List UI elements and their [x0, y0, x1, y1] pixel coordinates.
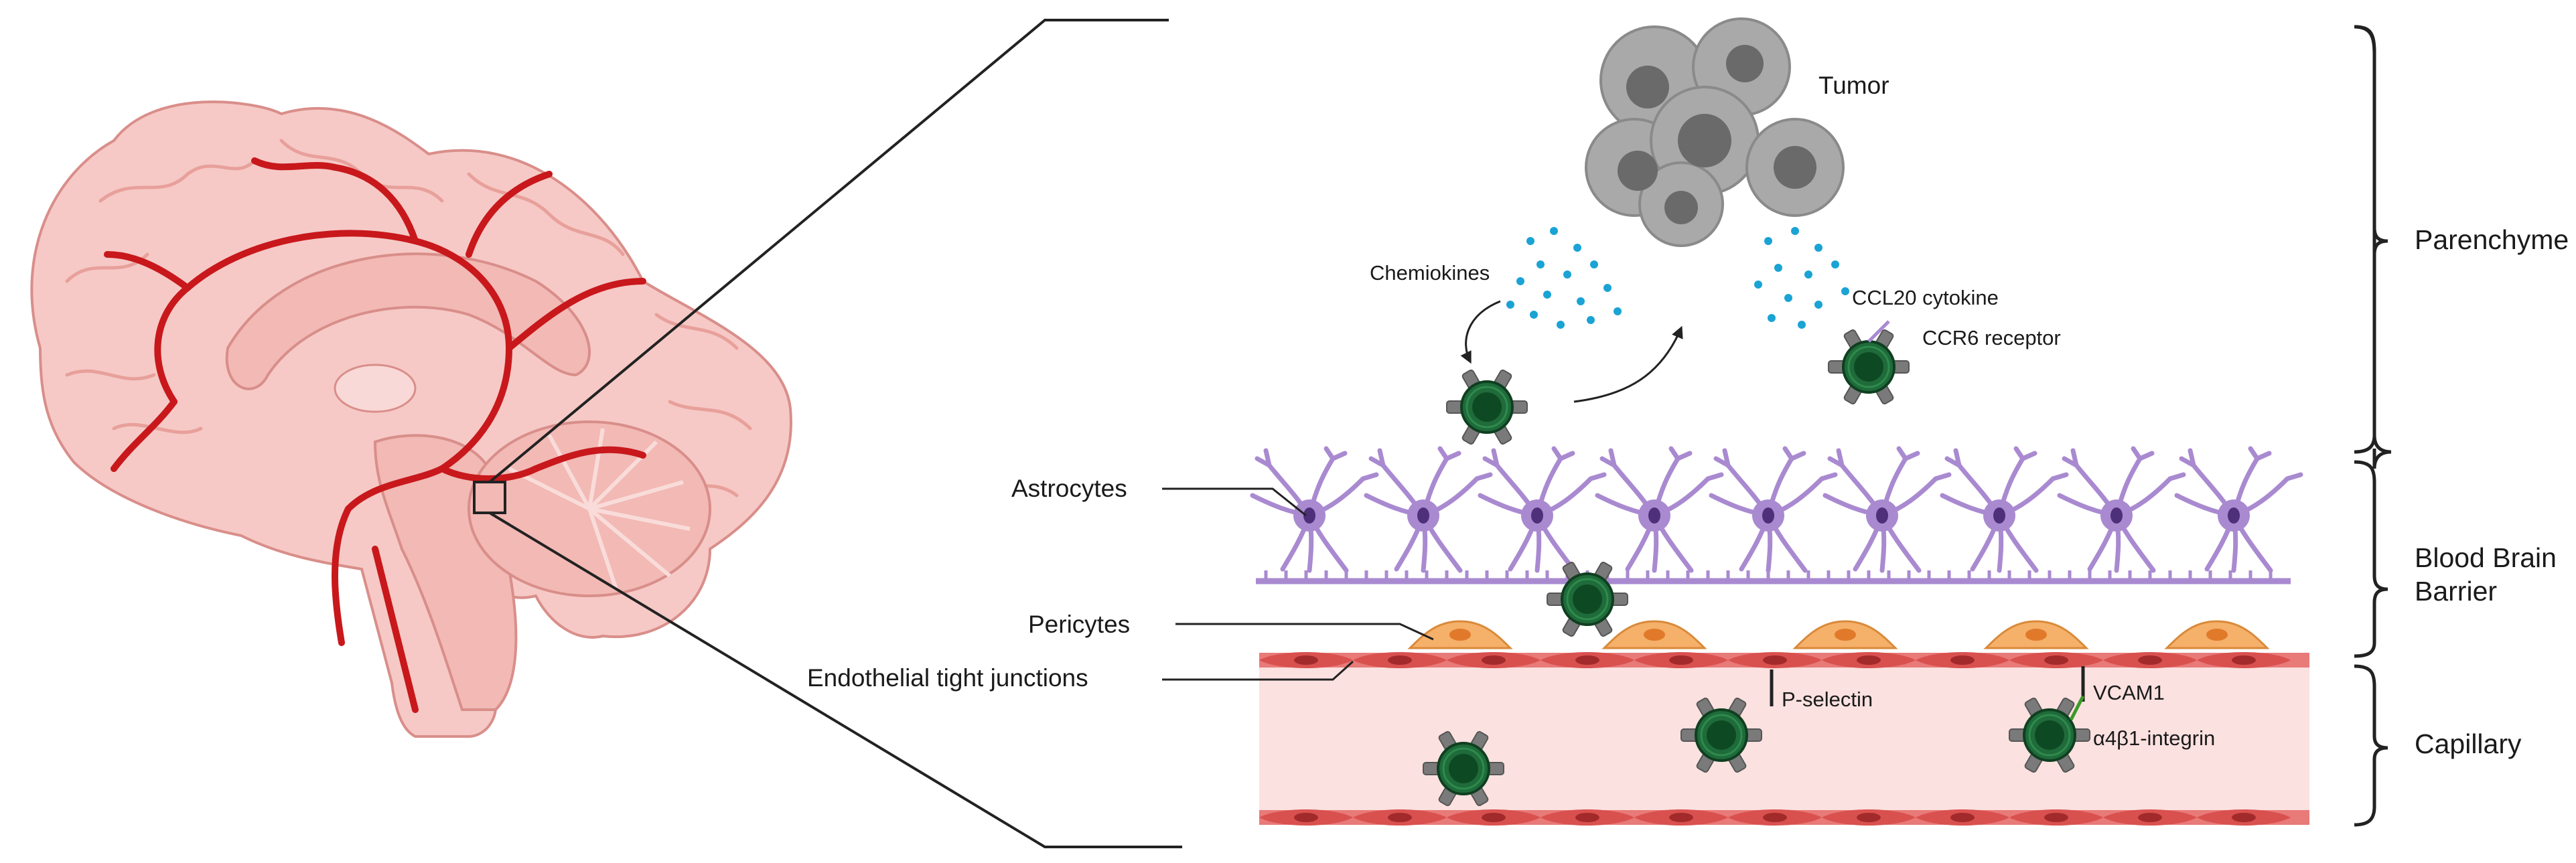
- corpus-callosum: [225, 252, 591, 390]
- arrow-to-cell: [1460, 300, 1501, 364]
- arrow-to-tumor: [1573, 325, 1683, 403]
- ccl20-label: CCL20 cytokine: [1852, 286, 1999, 309]
- immune-cell-transmigrating: [1546, 560, 1629, 639]
- astrocytes-label: Astrocytes: [1011, 475, 1127, 502]
- chemokine-dots-left: [1506, 227, 1622, 329]
- endothelium-top: [1259, 652, 2291, 668]
- ccr6-receptor-mark: [1867, 320, 1890, 343]
- endothelial-leader: [1162, 660, 1354, 681]
- p-selectin-label: P-selectin: [1782, 688, 1873, 711]
- region-bbb-line1: Blood Brain: [2415, 542, 2557, 573]
- pericytes-label: Pericytes: [1028, 611, 1130, 638]
- region-parenchyme: Parenchyme: [2415, 224, 2569, 255]
- cerebral-arteries: [104, 157, 646, 713]
- zoom-lines: [488, 19, 1182, 848]
- region-brackets: [2354, 25, 2392, 827]
- capillary: [1259, 652, 2309, 826]
- tumor-label: Tumor: [1818, 72, 1889, 99]
- pericytes-leader: [1175, 623, 1434, 641]
- immune-cell: [1445, 368, 1528, 447]
- brain-outline: [30, 100, 792, 738]
- integrin-mark: [2069, 695, 2085, 721]
- tumor-cluster: [1585, 17, 1845, 247]
- chemokines-label: Chemiokines: [1370, 261, 1490, 285]
- cerebellum: [468, 420, 711, 597]
- chemokine-dots-right: [1754, 227, 1849, 329]
- ccr6-label: CCR6 receptor: [1922, 326, 2061, 349]
- endothelium-bottom: [1259, 809, 2291, 826]
- region-bbb-line2: Barrier: [2415, 576, 2497, 607]
- region-capillary: Capillary: [2415, 728, 2522, 759]
- integrin-label: α4β1-integrin: [2093, 726, 2215, 750]
- pericyte-layer: [1409, 620, 2269, 649]
- vcam1-label: VCAM1: [2093, 681, 2165, 704]
- astrocytes-leader: [1162, 487, 1307, 517]
- endothelial-label: Endothelial tight junctions: [807, 664, 1088, 692]
- astrocyte-layer: [1253, 449, 2301, 584]
- brain-illustration: [30, 100, 792, 738]
